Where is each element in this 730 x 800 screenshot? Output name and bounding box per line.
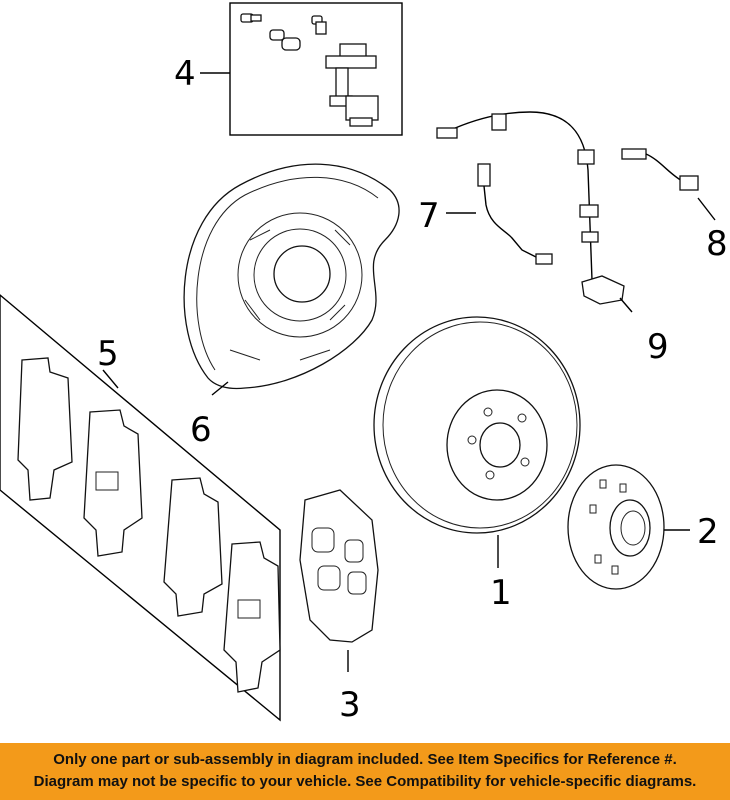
disclaimer-line-1: Only one part or sub-assembly in diagram… [53, 751, 677, 768]
callout-1: 1 [490, 573, 512, 613]
part-9-leader [619, 297, 633, 313]
part-5-leader [102, 369, 119, 389]
disclaimer-line-2: Diagram may not be specific to your vehi… [33, 773, 697, 790]
part-1-brake-rotor [373, 316, 581, 568]
part-4-hardware-kit [200, 2, 403, 136]
part-8-leader [697, 197, 716, 221]
part-6-leader [211, 381, 229, 396]
callout-9: 9 [647, 327, 669, 367]
callout-4: 4 [174, 54, 196, 94]
brake-parts-diagram: 1 2 3 4 5 6 7 8 9 [0, 2, 728, 725]
part-7-speed-sensor [446, 163, 553, 265]
disclaimer-banner: Only one part or sub-assembly in diagram… [0, 743, 730, 800]
part-5-brake-pads [0, 294, 281, 722]
part-3-brake-caliper [299, 489, 379, 672]
callout-5: 5 [97, 334, 119, 374]
callout-3: 3 [339, 685, 361, 725]
part-4-box [229, 2, 403, 136]
part-8-abs-sensor [621, 148, 716, 221]
part-9-abs-sensor-harness [436, 111, 633, 313]
callout-6: 6 [190, 410, 212, 450]
part-6-dust-shield [183, 163, 400, 396]
part-2-wheel-hub [567, 464, 690, 590]
part-5-outline [0, 294, 281, 722]
callout-7: 7 [418, 196, 440, 236]
callout-8: 8 [706, 224, 728, 264]
callout-2: 2 [697, 512, 719, 552]
